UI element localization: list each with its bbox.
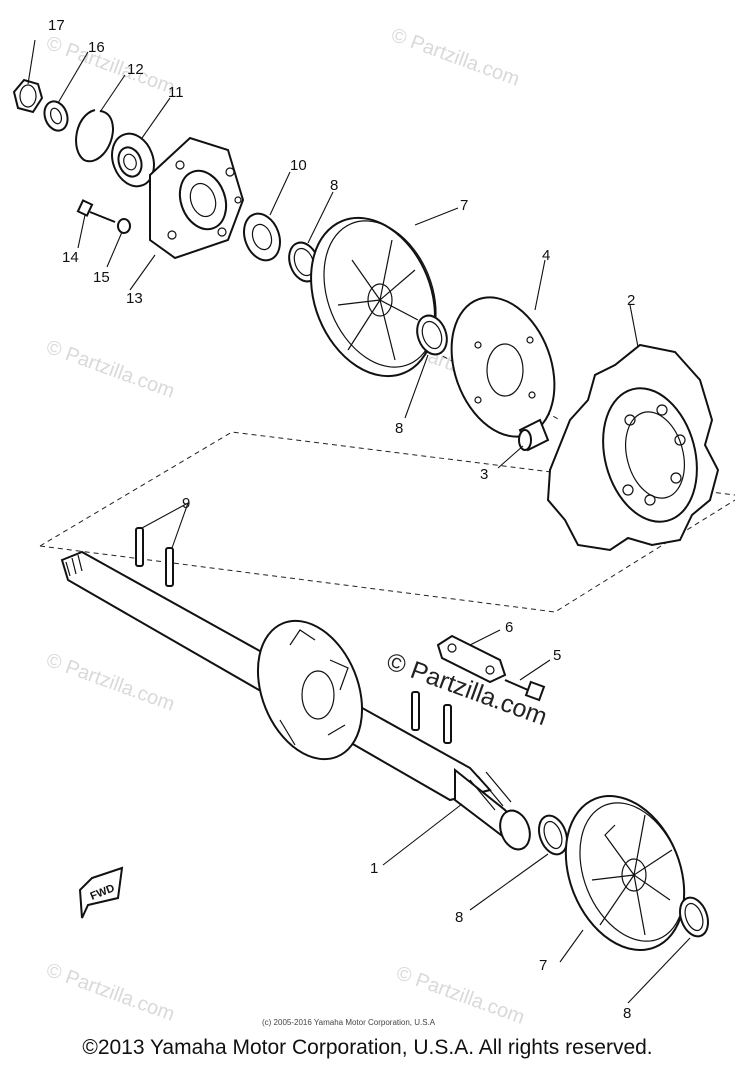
callout-3: 3 <box>480 466 488 483</box>
part-10-oil-seal <box>243 212 281 262</box>
callout-2: 2 <box>627 292 635 309</box>
callouts: 17 16 12 11 10 8 7 4 2 14 15 13 8 3 9 6 … <box>48 17 635 1022</box>
callout-15: 15 <box>93 269 110 286</box>
fwd-arrow-icon: FWD <box>78 866 124 919</box>
callout-8-top: 8 <box>330 177 338 194</box>
callout-11: 11 <box>168 84 184 101</box>
callout-1: 1 <box>370 860 378 877</box>
copyright-notice: ©2013 Yamaha Motor Corporation, U.S.A. A… <box>82 1036 653 1059</box>
part-13-bearing-housing <box>149 136 245 260</box>
callout-7-lower: 7 <box>539 957 547 974</box>
watermark-3: © Partzilla.com <box>43 336 177 403</box>
part-8-ring-middle <box>416 314 448 356</box>
part-3-spacer <box>518 418 550 452</box>
watermark-5: © Partzilla.com <box>43 649 177 716</box>
watermark-6: © Partzilla.com <box>43 959 177 1026</box>
callout-6: 6 <box>505 619 513 636</box>
part-7-wheel-top <box>310 216 437 378</box>
part-1-drive-shaft <box>60 550 531 851</box>
callout-16: 16 <box>88 39 105 56</box>
part-9-pins-top <box>135 527 174 587</box>
callout-9: 9 <box>182 495 190 512</box>
part-5-bolt <box>504 679 546 702</box>
watermark-2: © Partzilla.com <box>388 24 522 91</box>
callout-4: 4 <box>542 247 550 264</box>
small-copyright: (c) 2005-2016 Yamaha Motor Corporation, … <box>262 1018 436 1027</box>
part-15-lock-washer <box>117 218 131 234</box>
callout-8-middle: 8 <box>395 420 403 437</box>
callout-5: 5 <box>553 647 561 664</box>
callout-8-lower: 8 <box>455 909 463 926</box>
part-16-washer <box>43 100 69 132</box>
watermark-1: © Partzilla.com <box>43 32 177 99</box>
callout-10: 10 <box>290 157 307 174</box>
callout-14: 14 <box>62 249 79 266</box>
callout-7-top: 7 <box>460 197 468 214</box>
part-7-wheel-lower <box>564 795 686 951</box>
callout-8-bottom: 8 <box>623 1005 631 1022</box>
part-2-drive-sprocket <box>546 343 720 552</box>
part-11-bearing <box>111 132 155 188</box>
part-8-ring-bottom <box>678 896 710 938</box>
part-6-bracket <box>436 634 507 684</box>
part-8-ring-lower <box>537 814 569 856</box>
part-9-pins-lower <box>411 691 452 744</box>
callout-13: 13 <box>126 290 143 307</box>
part-4-plate <box>450 296 556 438</box>
callout-12: 12 <box>127 61 144 78</box>
leader-lines <box>27 39 691 1004</box>
callout-17: 17 <box>48 17 65 34</box>
part-14-bolt <box>76 199 116 223</box>
part-17-nut <box>12 78 44 114</box>
part-12-circlip <box>75 109 115 163</box>
